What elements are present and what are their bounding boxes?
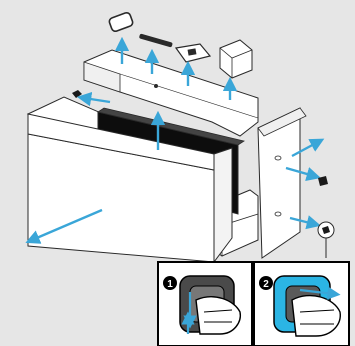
top-foam-end: [83, 61, 121, 93]
cable-icon: [139, 33, 173, 48]
inset-step-1: 1: [157, 261, 253, 346]
step-2-number: 2: [263, 279, 269, 290]
removal-arrows: [25, 36, 325, 244]
box-handle-hole: [274, 155, 282, 161]
inset-step-2: 2: [253, 261, 350, 346]
accessory-box-icon: [219, 39, 253, 79]
wall-bracket-icon: [174, 43, 212, 63]
box-handle-hole: [274, 211, 282, 217]
tv-panel-edge: [97, 107, 245, 146]
remote-control-icon: [108, 11, 134, 33]
box-front-side-flap: [213, 147, 233, 264]
foam-clip-icon: [318, 176, 328, 186]
step-badge-icon: [259, 276, 273, 290]
box-right-flap: [257, 107, 307, 137]
step-1-number: 1: [167, 279, 173, 290]
callout-marker: [317, 221, 335, 258]
foam-clip-icon: [72, 90, 82, 98]
step-badge-icon: [163, 276, 177, 290]
